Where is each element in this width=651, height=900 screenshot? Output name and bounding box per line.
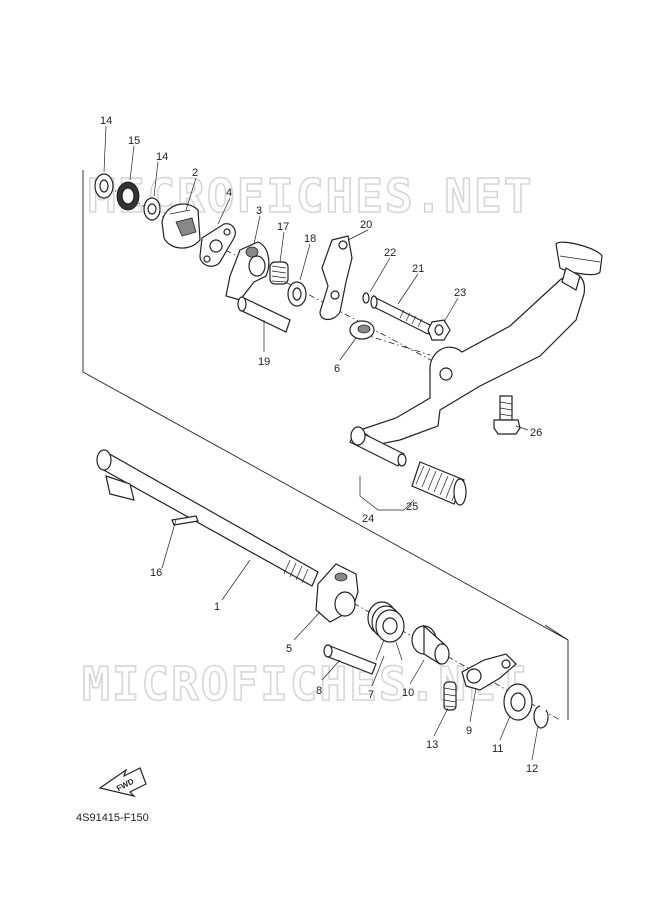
watermark-bottom: MICROFICHES.NET <box>82 657 527 711</box>
callout-22: 22 <box>384 247 396 259</box>
centerline-upper <box>94 179 441 366</box>
callout-2: 2 <box>192 167 198 179</box>
callout-23: 23 <box>454 287 466 299</box>
part-21-bolt <box>370 295 433 335</box>
part-2-cam-segment <box>161 203 201 249</box>
callout-19: 19 <box>258 356 270 368</box>
callout-21: 21 <box>412 263 424 275</box>
callout-6: 6 <box>334 363 340 375</box>
bracket-24-25 <box>359 476 415 511</box>
fwd-arrow-icon: FWD <box>98 767 147 798</box>
part-18-washer <box>287 281 307 307</box>
callout-25: 25 <box>406 501 418 513</box>
part-20-arm <box>319 235 353 321</box>
part-11-washer <box>503 683 533 721</box>
watermark-top: MICROFICHES.NET <box>88 169 533 223</box>
callout-10: 10 <box>402 687 414 699</box>
callout-11: 11 <box>492 743 503 755</box>
leader-lines <box>103 125 539 761</box>
part-16-pin <box>171 515 199 526</box>
callout-20: 20 <box>360 219 372 231</box>
part-4-stopper-plate <box>199 223 236 267</box>
callout-18: 18 <box>304 233 316 245</box>
part-13-spring <box>443 681 457 711</box>
assembly-frame-outline <box>82 170 569 720</box>
part-8-pin <box>323 644 377 675</box>
part-23-nut <box>427 319 451 341</box>
callout-17: 17 <box>277 221 289 233</box>
callout-14a: 14 <box>100 115 112 127</box>
callout-1: 1 <box>214 601 220 613</box>
part-3-lever <box>225 241 270 301</box>
part-9-stopper-plate <box>461 653 517 691</box>
callout-26: 26 <box>530 427 542 439</box>
callout-4: 4 <box>226 187 232 199</box>
callout-15: 15 <box>128 135 140 147</box>
part-25-pedal-rubber <box>411 461 467 506</box>
part-shift-pedal <box>358 241 603 445</box>
part-10-collar <box>411 624 450 665</box>
part-15-bearing <box>116 181 140 211</box>
callout-13: 13 <box>426 739 438 751</box>
part-19-pin <box>237 296 291 333</box>
callout-3: 3 <box>256 205 262 217</box>
assembly-frame-corner <box>544 624 569 641</box>
figure-code: 4S91415-F150 <box>76 812 149 824</box>
part-7-torsion-spring <box>367 601 405 661</box>
part-6-collar <box>349 320 375 340</box>
part-17-spring <box>269 261 289 285</box>
callout-16: 16 <box>150 567 162 579</box>
part-24-footpeg-pin <box>349 426 407 467</box>
part-5-shift-arm <box>315 563 359 623</box>
part-1-shift-shaft <box>96 449 319 587</box>
part-12-circlip <box>533 705 549 729</box>
part-14-washer-left <box>94 173 114 199</box>
callout-12: 12 <box>526 763 538 775</box>
callout-8: 8 <box>316 685 322 697</box>
callout-9: 9 <box>466 725 472 737</box>
callout-7: 7 <box>368 689 374 701</box>
callout-14b: 14 <box>156 151 168 163</box>
part-14-washer-right <box>143 197 161 221</box>
part-26-bolt <box>493 395 521 435</box>
callout-5: 5 <box>286 643 292 655</box>
callout-24: 24 <box>362 513 374 525</box>
part-22-circlip <box>362 292 370 304</box>
